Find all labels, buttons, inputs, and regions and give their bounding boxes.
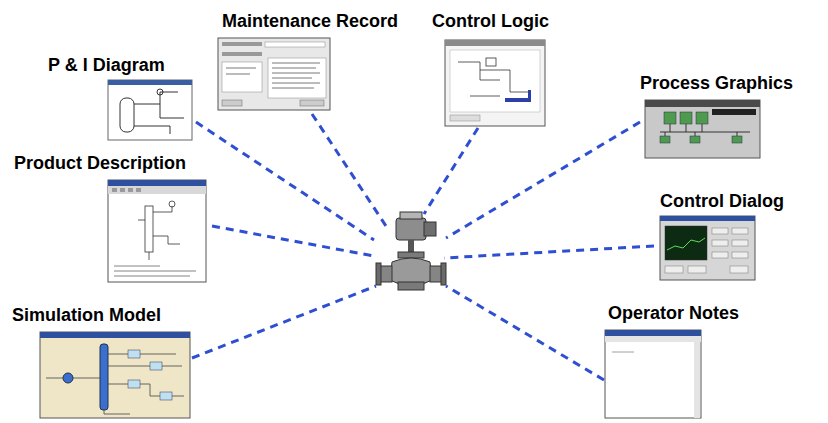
leader-lines [192, 114, 654, 380]
product-description-thumbnail [108, 180, 206, 282]
control-dialog-thumbnail [660, 216, 755, 280]
thumbnail-label-node: Operator Notes [608, 302, 739, 324]
node-label: P & I Diagram [48, 54, 165, 76]
thumbnail-label-node: Process Graphics [640, 72, 793, 94]
node-label: Maintenance Record [222, 10, 398, 32]
node-label: Control Dialog [660, 190, 784, 212]
simulation-model-thumbnail [40, 332, 190, 418]
node-label: Operator Notes [608, 302, 739, 324]
thumbnail-label-node: Simulation Model [12, 304, 161, 326]
node-label: Product Description [14, 152, 186, 174]
operator-notes-thumbnail [605, 330, 701, 418]
pid-thumbnail [108, 80, 192, 140]
thumbnail-label-node: Control Logic [432, 10, 549, 32]
valve-illustration [376, 212, 446, 290]
node-label: Simulation Model [12, 304, 161, 326]
maintenance-thumbnail [218, 38, 330, 110]
thumbnail-label-node: Maintenance Record [222, 10, 398, 32]
thumbnail-label-node: P & I Diagram [48, 54, 165, 76]
thumbnail-label-node: Product Description [14, 152, 186, 174]
node-label: Control Logic [432, 10, 549, 32]
thumbnail-label-node: Control Dialog [660, 190, 784, 212]
control-logic-thumbnail [445, 40, 545, 126]
node-label: Process Graphics [640, 72, 793, 94]
process-graphics-thumbnail [645, 100, 760, 158]
